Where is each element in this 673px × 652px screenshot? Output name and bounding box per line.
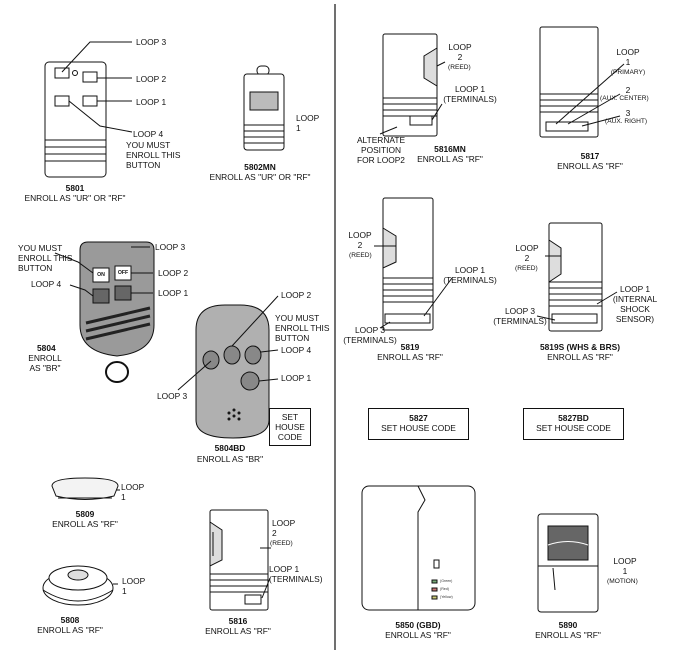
- label-5801-loop3: LOOP 3: [136, 37, 167, 47]
- label-5801-loop2: LOOP 2: [136, 74, 167, 84]
- transmitter-5816-illustration: [209, 509, 271, 611]
- label-5816mn-loop2: LOOP 2: [448, 42, 472, 62]
- label-5890-loop: LOOP 1: [613, 556, 637, 576]
- model-5809: 5809: [75, 509, 95, 519]
- enroll-5850: ENROLL AS "RF": [385, 630, 451, 640]
- led-green-label: (Green): [440, 579, 453, 583]
- model-5827bd: 5827BD: [558, 413, 589, 423]
- button-off-text: OFF: [117, 270, 129, 276]
- enroll-5804bd: ENROLL AS "BR": [196, 454, 264, 464]
- remote-5804-illustration: [54, 241, 155, 383]
- label-5804-loop1: LOOP 1: [158, 288, 189, 298]
- enroll-5816mn: ENROLL AS "RF": [417, 154, 483, 164]
- label-5801-loop1: LOOP 1: [136, 97, 167, 107]
- enroll-5819s: ENROLL AS "RF": [547, 352, 613, 362]
- set-house-code-5827bd: SET HOUSE CODE: [536, 423, 611, 433]
- label-5809-loop: LOOP 1: [121, 482, 145, 502]
- model-5827: 5827: [409, 413, 428, 423]
- led-red-label: (Red): [440, 587, 449, 591]
- label-5801-note: YOU MUST ENROLL THIS BUTTON: [126, 140, 181, 170]
- label-5816mn-reed: (REED): [448, 64, 471, 71]
- label-5817-auxc: (AUX. CENTER): [600, 95, 649, 102]
- set-house-code-box-5804bd: SET HOUSE CODE: [269, 408, 311, 446]
- label-5816mn-loop1: LOOP 1 (TERMINALS): [443, 84, 497, 104]
- enroll-5890: ENROLL AS "RF": [535, 630, 601, 640]
- label-5816-loop1: LOOP 1 (TERMINALS): [269, 564, 323, 584]
- set-house-code-box-5827: 5827 SET HOUSE CODE: [368, 408, 469, 440]
- model-5804: 5804: [37, 343, 56, 353]
- label-5819s-loop1: LOOP 1 (INTERNAL SHOCK SENSOR): [612, 284, 658, 324]
- label-5819s-reed: (REED): [515, 265, 538, 272]
- set-house-code-5827: SET HOUSE CODE: [381, 423, 456, 433]
- model-5817: 5817: [580, 151, 600, 161]
- model-5802mn: 5802MN: [244, 162, 276, 172]
- label-5804bd-loop4: LOOP 4: [281, 345, 312, 355]
- enroll-5802mn: ENROLL AS "UR" OR "RF": [209, 172, 311, 182]
- label-5804-note: YOU MUST ENROLL THIS BUTTON: [18, 243, 73, 273]
- label-5819s-loop2: LOOP 2: [515, 243, 539, 263]
- label-5804bd-loop2: LOOP 2: [281, 290, 312, 300]
- detector-5809-illustration: [51, 477, 120, 500]
- label-5819-loop3: LOOP 3 (TERMINALS): [343, 325, 397, 345]
- label-5890-motion: (MOTION): [607, 578, 638, 585]
- model-5816mn: 5816MN: [434, 144, 466, 154]
- label-5819-reed: (REED): [349, 252, 372, 259]
- transmitter-5819-illustration: [374, 197, 453, 331]
- enroll-5808: ENROLL AS "RF": [37, 625, 103, 635]
- label-5801-loop4: LOOP 4: [133, 129, 164, 139]
- label-5817-auxr: (AUX. RIGHT): [605, 118, 648, 125]
- model-5850: 5850 (GBD): [395, 620, 441, 630]
- enroll-5816: ENROLL AS "RF": [205, 626, 271, 636]
- model-5801: 5801: [65, 183, 85, 193]
- label-5802mn-loop: LOOP 1: [296, 113, 320, 133]
- enroll-5817: ENROLL AS "RF": [557, 161, 623, 171]
- remote-5801-illustration: [44, 41, 133, 178]
- glassbreak-5850-illustration: [361, 485, 476, 611]
- label-5816mn-alt: ALTERNATE POSITION FOR LOOP2: [356, 135, 406, 165]
- label-5804bd-loop1: LOOP 1: [281, 373, 312, 383]
- label-5816-loop2: LOOP 2: [272, 518, 296, 538]
- label-5816-reed: (REED): [270, 540, 293, 547]
- label-5819-loop2: LOOP 2: [348, 230, 372, 250]
- label-5817-loop3: 3: [625, 108, 631, 118]
- set-house-code-box-5827bd: 5827BD SET HOUSE CODE: [523, 408, 624, 440]
- model-5819: 5819: [400, 342, 420, 352]
- label-5804bd-note: YOU MUST ENROLL THIS BUTTON: [275, 313, 330, 343]
- label-5804-loop4: LOOP 4: [31, 279, 62, 289]
- label-5804-loop2: LOOP 2: [158, 268, 189, 278]
- model-5804bd: 5804BD: [214, 443, 246, 453]
- model-5890: 5890: [558, 620, 578, 630]
- set-house-code-5804bd: SET HOUSE CODE: [275, 412, 305, 442]
- remote-5802mn-illustration: [243, 65, 285, 151]
- enroll-5804: ENROLL AS "BR": [28, 353, 62, 373]
- label-5819s-loop3: LOOP 3 (TERMINALS): [493, 306, 547, 326]
- remote-5804bd-illustration: [177, 295, 279, 439]
- model-5816: 5816: [228, 616, 248, 626]
- label-5817-primary: (PRIMARY): [610, 69, 646, 76]
- detector-5808-illustration: [42, 565, 118, 606]
- enroll-5809: ENROLL AS "RF": [52, 519, 118, 529]
- label-5817-loop1: LOOP 1: [616, 47, 640, 67]
- label-5808-loop: LOOP 1: [122, 576, 146, 596]
- transmitter-5817-illustration: [539, 26, 625, 138]
- led-yellow-label: (Yellow): [440, 595, 453, 599]
- label-5817-loop2: 2: [625, 85, 631, 95]
- model-5808: 5808: [60, 615, 80, 625]
- motion-5890-illustration: [537, 513, 599, 613]
- label-5819-loop1: LOOP 1 (TERMINALS): [443, 265, 497, 285]
- enroll-5819: ENROLL AS "RF": [377, 352, 443, 362]
- transmitter-5819s-illustration: [536, 222, 618, 332]
- label-5804-loop3: LOOP 3: [155, 242, 186, 252]
- transmitter-5816mn-illustration: [379, 33, 446, 137]
- enroll-5801: ENROLL AS "UR" OR "RF": [24, 193, 126, 203]
- label-5804bd-loop3: LOOP 3: [157, 391, 188, 401]
- button-on-text: ON: [97, 272, 105, 278]
- model-5819s: 5819S (WHS & BRS): [539, 342, 621, 352]
